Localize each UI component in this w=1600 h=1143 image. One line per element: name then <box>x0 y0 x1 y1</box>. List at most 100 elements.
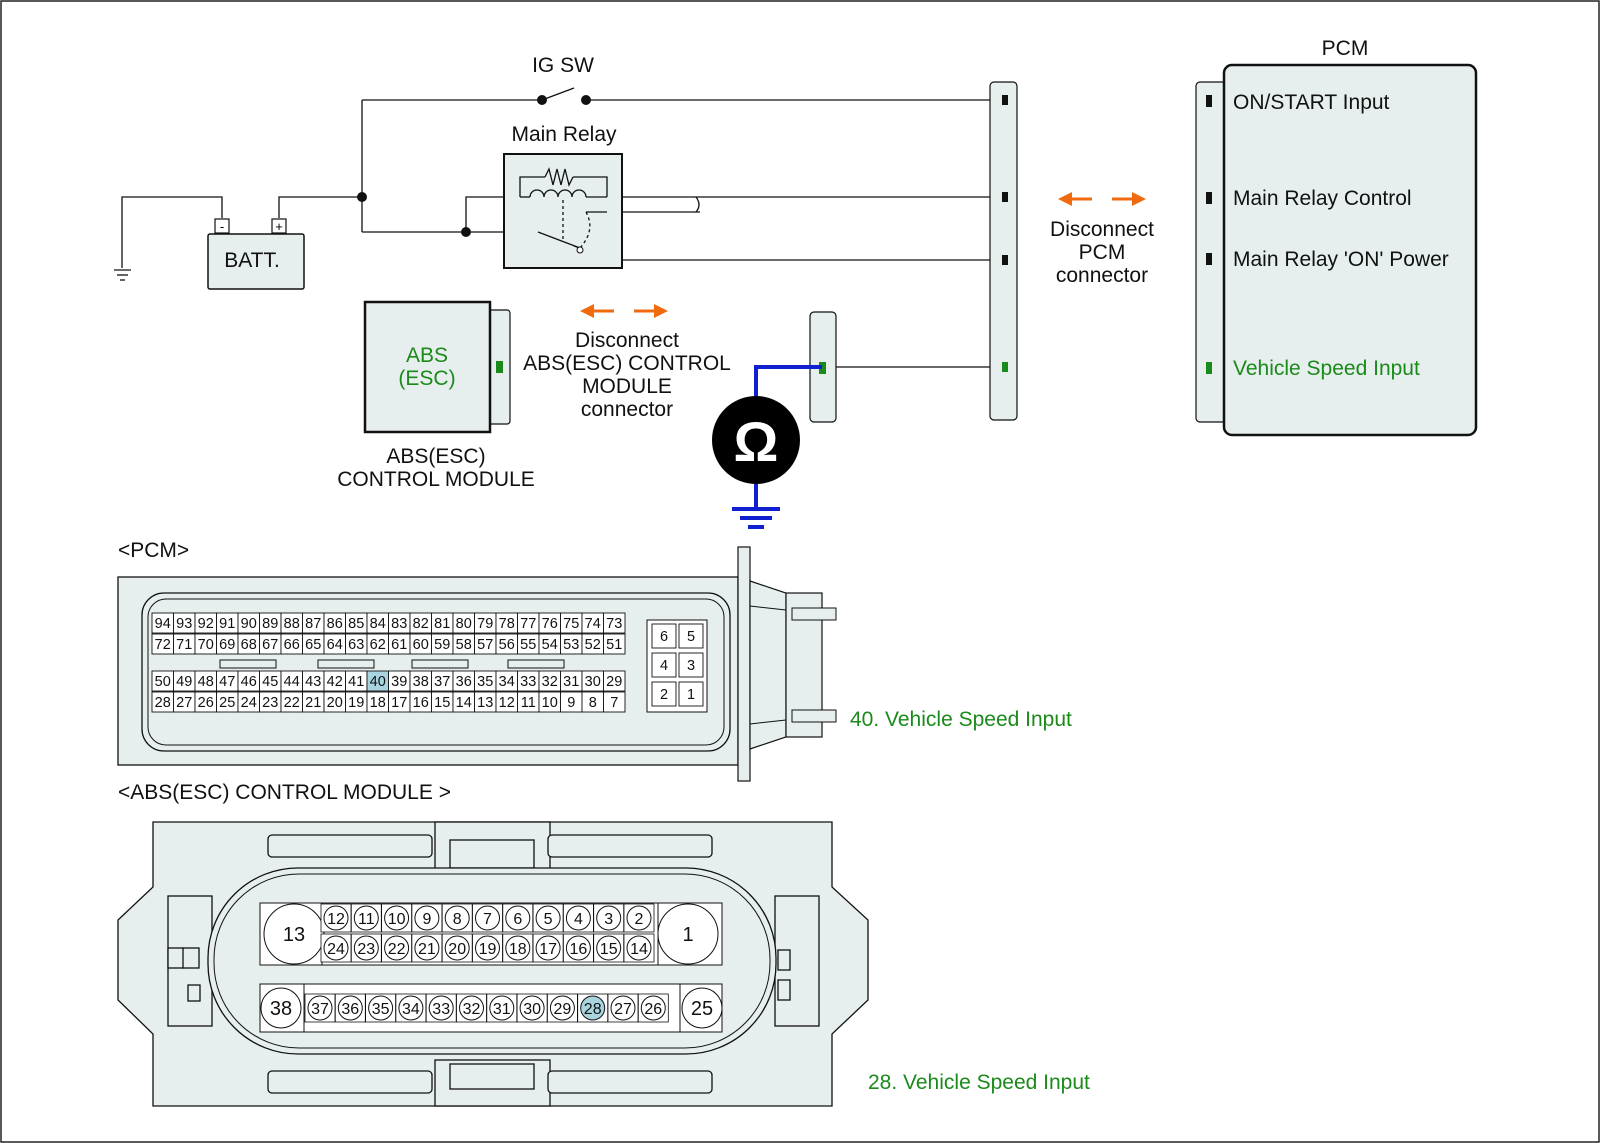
abs-pin <box>489 995 515 1021</box>
abs-pin <box>610 995 636 1021</box>
abs-pin <box>444 935 470 961</box>
pcm-small-pin-label: 1 <box>687 687 695 703</box>
abs-pin-label: 6 <box>513 911 522 928</box>
disconnect-abs-arrows <box>580 304 668 318</box>
abs-pin <box>505 905 531 931</box>
pcm-pin-label: 83 <box>391 616 407 632</box>
pcm-pin-label: 40 <box>370 674 386 690</box>
wire-break-icon <box>695 196 700 213</box>
abs-pin <box>428 995 454 1021</box>
pcm-pin-label: 20 <box>327 695 343 711</box>
pcm-pin-label: 25 <box>219 695 235 711</box>
abs-pin-label: 31 <box>493 1001 511 1018</box>
pcm-pin-label: 47 <box>219 674 235 690</box>
pcm-pin-label: 53 <box>563 637 579 653</box>
ohmmeter: Ω <box>712 365 822 529</box>
pcm-pin-label: 60 <box>413 637 429 653</box>
abs-module <box>363 300 511 434</box>
abs-pin-label: 22 <box>388 941 406 958</box>
abs-pin <box>549 995 575 1021</box>
abs-pin-label: 5 <box>544 911 553 928</box>
abs-pin <box>337 995 363 1021</box>
abs-pin <box>535 905 561 931</box>
pcm-pin-label: 80 <box>456 616 472 632</box>
pcm-pin-label: 36 <box>456 674 472 690</box>
disconnect-pcm-line1: Disconnect <box>1050 218 1154 241</box>
abs-pin <box>353 905 379 931</box>
abs-box-line2: (ESC) <box>398 367 455 390</box>
pcm-pin-label: 43 <box>305 674 321 690</box>
main-relay-label: Main Relay <box>511 123 617 146</box>
pcm-pin-label: 19 <box>348 695 364 711</box>
pcm-pin-label: 44 <box>284 674 300 690</box>
pcm-pin-label: 90 <box>241 616 257 632</box>
abs-pin-label: 34 <box>402 1001 420 1018</box>
abs-pin <box>368 995 394 1021</box>
abs-pin <box>475 935 500 961</box>
abs-pin <box>580 995 606 1021</box>
abs-pin <box>384 935 410 961</box>
pcm-harness-connector <box>989 81 1018 421</box>
disconnect-abs-line4: connector <box>581 398 673 421</box>
abs-pin-label: 3 <box>604 911 613 928</box>
ig-sw-label: IG SW <box>532 54 594 77</box>
pcm-pin-label: 56 <box>499 637 515 653</box>
pcm-pin-label: 22 <box>284 695 300 711</box>
abs-pin-label: 37 <box>311 1001 329 1018</box>
pcm-pin-label: 49 <box>176 674 192 690</box>
abs-pin-label: 27 <box>614 1001 632 1018</box>
abs-pin <box>519 995 545 1021</box>
pcm-pin-label: 32 <box>542 674 558 690</box>
abs-pin <box>323 905 349 931</box>
pcm-pin-cell <box>603 670 626 692</box>
abs-big-pin-label: 38 <box>270 998 292 1020</box>
pcm-small-pin-cell <box>678 652 704 678</box>
pcm-pin-label: 73 <box>606 616 622 632</box>
pcm-input-on-start: ON/START Input <box>1233 91 1390 114</box>
pcm-pin-label: 75 <box>563 616 579 632</box>
pcm-pin-label: 48 <box>198 674 214 690</box>
abs-pin-label: 10 <box>388 911 406 928</box>
pcm-pin-label: 29 <box>606 674 622 690</box>
pcm-pin-label: 35 <box>477 674 493 690</box>
abs-big-pin <box>681 987 723 1029</box>
abs-pin-label: 20 <box>448 941 466 958</box>
abs-pin <box>626 935 652 961</box>
abs-pin-label: 23 <box>357 941 375 958</box>
abs-pin-label: 36 <box>341 1001 359 1018</box>
abs-pin-label: 4 <box>574 911 583 928</box>
pcm-pin-label: 76 <box>542 616 558 632</box>
abs-pin-label: 15 <box>600 941 618 958</box>
abs-pin-label: 33 <box>432 1001 450 1018</box>
abs-pin <box>505 935 531 961</box>
pcm-pin-label: 81 <box>434 616 450 632</box>
pcm-pin-label: 79 <box>477 616 493 632</box>
abs-pin-label: 2 <box>635 911 644 928</box>
pcm-small-pin-cell <box>651 681 677 707</box>
abs-pin-label: 21 <box>418 941 436 958</box>
pcm-pin-label: 67 <box>262 637 278 653</box>
abs-pin-label: 14 <box>630 941 648 958</box>
pcm-pin-label: 71 <box>176 637 192 653</box>
abs-harness-pin <box>819 362 826 374</box>
battery-label: BATT. <box>224 249 280 272</box>
abs-module-label-line1: ABS(ESC) <box>386 445 485 468</box>
abs-pin <box>444 905 470 931</box>
abs-pin <box>307 995 333 1021</box>
pcm-pin-label: 89 <box>262 616 278 632</box>
pcm-pin-label: 17 <box>391 695 407 711</box>
abs-pin <box>384 905 410 931</box>
abs-big-pin-label: 25 <box>691 998 713 1020</box>
pcm-pin-label: 16 <box>413 695 429 711</box>
pcm-pin-label: 11 <box>521 695 536 711</box>
pcm-pin-label: 84 <box>370 616 386 632</box>
abs-pin <box>596 935 622 961</box>
abs-big-pin <box>260 987 302 1029</box>
main-relay <box>503 153 623 269</box>
pcm-small-pin-label: 3 <box>687 658 695 674</box>
ohm-icon: Ω <box>734 410 779 473</box>
pcm-small-pin-cell <box>651 652 677 678</box>
pcm-pin-label: 68 <box>241 637 257 653</box>
